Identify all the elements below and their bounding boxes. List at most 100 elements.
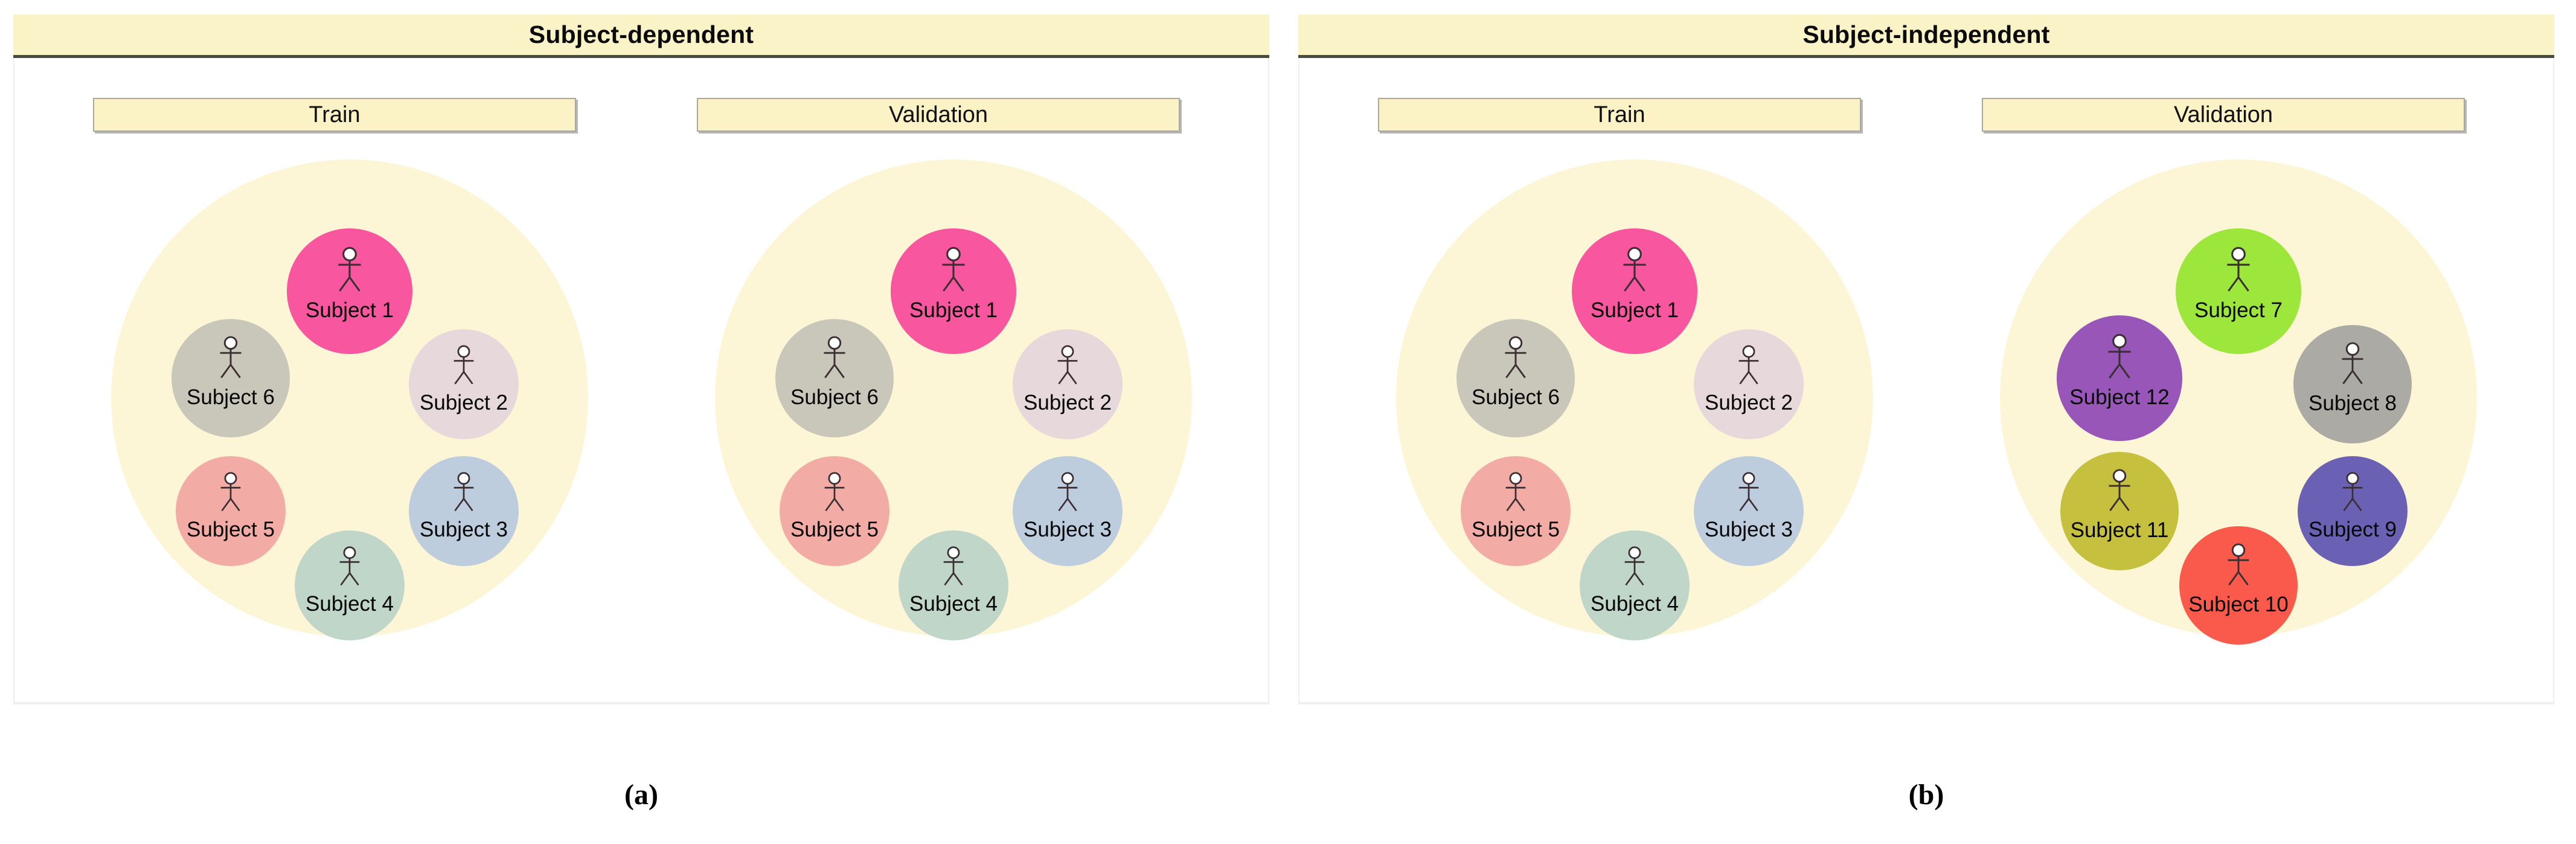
panel-caption: (b) [1908,779,1944,811]
subject-bubble[interactable]: Subject 1 [891,228,1016,354]
subject-bubble[interactable]: Subject 4 [295,530,405,640]
group-label-train[interactable]: Train [93,98,576,132]
subject-bubble[interactable]: Subject 4 [899,530,1008,640]
subject-bubble[interactable]: Subject 12 [2057,315,2182,441]
group-label-text: Train [309,101,360,127]
person-stick-figure-icon-wrap [331,246,368,297]
person-stick-figure-icon-wrap [2335,341,2371,389]
person-stick-figure-icon-wrap [1051,471,1085,516]
person-stick-figure-icon [220,336,242,378]
group-label-text: Validation [2173,101,2273,127]
subject-label: Subject 6 [187,385,275,409]
subject-bubble[interactable]: Subject 5 [176,456,286,566]
subject-bubble[interactable]: Subject 3 [1694,456,1804,566]
person-stick-figure-icon-wrap [2102,468,2138,516]
subject-bubble[interactable]: Subject 7 [2176,228,2301,354]
subject-bubble[interactable]: Subject 1 [287,228,412,354]
person-stick-figure-icon [2227,246,2250,292]
person-stick-figure-icon-wrap [817,335,853,383]
person-stick-figure-icon [338,246,361,292]
subject-bubble[interactable]: Subject 6 [1456,319,1575,437]
subject-ring-train: Subject 1 Subject 2 Subject 3 Subject 4 Subj… [111,159,588,640]
person-stick-figure-icon [1505,336,1527,378]
group-label-text: Validation [888,101,988,127]
person-stick-figure-icon-wrap [818,471,851,516]
subject-bubble[interactable]: Subject 3 [1013,456,1123,566]
person-stick-figure-icon [1057,472,1078,512]
subject-label: Subject 7 [2194,298,2283,322]
person-stick-figure-icon [942,246,965,292]
person-stick-figure-icon-wrap [937,546,970,590]
person-stick-figure-icon [1738,345,1759,385]
subject-label: Subject 4 [909,592,998,616]
person-stick-figure-icon-wrap [2101,333,2138,384]
subject-bubble[interactable]: Subject 8 [2293,325,2412,443]
panel-header-subject-independent: Subject-independent [1298,14,2554,58]
group-label-validation[interactable]: Validation [697,98,1180,132]
subject-bubble[interactable]: Subject 10 [2179,526,2298,645]
panel-header-subject-dependent: Subject-dependent [13,14,1269,58]
person-stick-figure-icon [220,472,241,512]
person-stick-figure-icon [1624,546,1645,586]
subject-bubble[interactable]: Subject 4 [1580,530,1690,640]
subject-label: Subject 5 [790,518,879,541]
subject-bubble[interactable]: Subject 2 [1013,329,1123,439]
subject-label: Subject 1 [306,298,394,322]
subject-bubble[interactable]: Subject 2 [409,329,519,439]
subject-bubble[interactable]: Subject 1 [1572,228,1697,354]
subject-label: Subject 1 [909,298,998,322]
subject-label: Subject 2 [1705,391,1793,414]
person-stick-figure-icon-wrap [935,246,972,297]
subject-bubble[interactable]: Subject 11 [2060,452,2179,570]
panel-caption: (a) [624,779,658,811]
person-stick-figure-icon [339,546,360,586]
subject-bubble[interactable]: Subject 6 [171,319,290,437]
group-label-train[interactable]: Train [1378,98,1861,132]
subject-bubble[interactable]: Subject 3 [409,456,519,566]
subject-bubble[interactable]: Subject 5 [780,456,889,566]
person-stick-figure-icon-wrap [2220,246,2257,297]
subject-label: Subject 3 [420,518,508,541]
group-label-validation[interactable]: Validation [1982,98,2465,132]
subject-label: Subject 11 [2070,518,2169,542]
subject-bubble[interactable]: Subject 9 [2298,456,2408,566]
subject-label: Subject 10 [2188,593,2289,616]
person-stick-figure-icon [453,345,474,385]
subject-label: Subject 2 [1024,391,1112,414]
subject-bubble[interactable]: Subject 6 [775,319,894,437]
person-stick-figure-icon-wrap [1618,546,1652,590]
subject-bubble[interactable]: Subject 2 [1694,329,1804,439]
panel-title: Subject-dependent [528,21,754,48]
subject-label: Subject 4 [306,592,394,616]
subject-ring-validation: Subject 7 Subject 8 Subject 9 Subject 10 Sub… [2000,159,2477,645]
subject-label: Subject 3 [1705,518,1793,541]
person-stick-figure-icon-wrap [447,344,481,389]
person-stick-figure-icon-wrap [1616,246,1653,297]
person-stick-figure-icon-wrap [2336,471,2369,516]
person-stick-figure-icon-wrap [1732,344,1766,389]
subject-label: Subject 4 [1591,592,1679,616]
person-stick-figure-icon-wrap [447,471,481,516]
person-stick-figure-icon [2108,333,2131,379]
subject-label: Subject 6 [790,385,879,409]
person-stick-figure-icon-wrap [214,471,248,516]
person-stick-figure-icon [2342,472,2363,512]
group-label-text: Train [1594,101,1645,127]
subject-bubble[interactable]: Subject 5 [1461,456,1571,566]
person-stick-figure-icon-wrap [333,546,367,590]
panel-title: Subject-independent [1802,21,2050,48]
person-stick-figure-icon [2109,469,2130,511]
subject-label: Subject 5 [187,518,275,541]
subject-label: Subject 3 [1024,518,1112,541]
subject-label: Subject 8 [2308,391,2397,415]
person-stick-figure-icon [824,472,845,512]
person-stick-figure-icon-wrap [1732,471,1766,516]
person-stick-figure-icon [1057,345,1078,385]
